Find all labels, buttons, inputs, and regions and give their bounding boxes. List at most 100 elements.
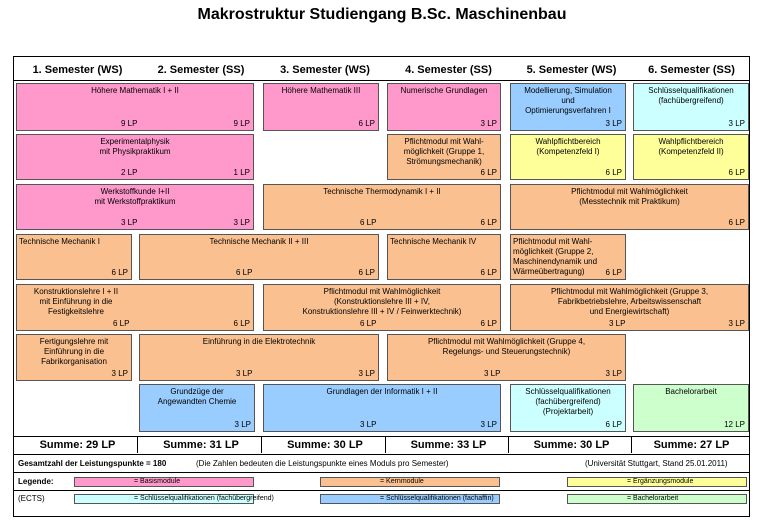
module-lp: 6 LP xyxy=(113,319,130,328)
module-lp: 1 LP xyxy=(233,168,250,177)
module-pflichtmodul-gruppe-2: Pflichtmodul mit Wahl- möglichkeit (Grup… xyxy=(510,234,626,280)
module-name: Pflichtmodul mit Wahlmöglichkeit (Gruppe… xyxy=(427,337,586,356)
sum-divider-bottom xyxy=(13,454,750,455)
semester-header-4: 4. Semester (SS) xyxy=(405,64,492,76)
module-fertigungslehre: Fertigungslehre mit Einführung in die Fa… xyxy=(16,334,132,381)
module-lp: 3 LP xyxy=(728,319,745,328)
module-lp: 6 LP xyxy=(480,218,497,227)
module-wahlpflicht-kompetenzfeld-2: Wahlpflichtbereich (Kompetenzfeld II) 6 … xyxy=(633,134,749,180)
module-werkstoffkunde: Werkstoffkunde I+II mit Werkstoffpraktik… xyxy=(16,184,254,230)
module-pflichtmodul-gruppe-1: Pflichtmodul mit Wahl- möglichkeit (Grup… xyxy=(387,134,501,180)
module-lp: 6 LP xyxy=(480,168,497,177)
module-name: Schlüsselqualifikationen (fachübergreife… xyxy=(648,86,734,105)
module-lp: 3 LP xyxy=(111,369,128,378)
footer-divider xyxy=(13,472,750,473)
module-name: Bachelorarbeit xyxy=(665,387,717,396)
module-name: Höhere Mathematik I + II xyxy=(91,86,179,95)
module-lp: 6 LP xyxy=(728,168,745,177)
module-name: Pflichtmodul mit Wahlmöglichkeit (Konstr… xyxy=(302,287,462,316)
module-name: Technische Mechanik I xyxy=(19,237,100,246)
semester-sum-3: Summe: 30 LP xyxy=(287,439,363,451)
sum-divider-top xyxy=(13,436,750,437)
module-name: Modellierung, Simulation und Optimierung… xyxy=(524,86,612,115)
module-lp: 6 LP xyxy=(360,218,377,227)
module-name: Pflichtmodul mit Wahl- möglichkeit (Grup… xyxy=(403,137,485,166)
module-lp: 3 LP xyxy=(358,369,375,378)
module-konstruktionslehre: Konstruktionslehre I + II mit Einführung… xyxy=(16,284,254,331)
module-experimentalphysik: Experimentalphysik mit Physikpraktikum 2… xyxy=(16,134,254,180)
module-schluesselqualifikationen: Schlüsselqualifikationen (fachübergreife… xyxy=(633,83,749,131)
legend-divider xyxy=(13,490,750,491)
semester-header-5: 5. Semester (WS) xyxy=(526,64,617,76)
module-pflichtmodul-konstruktionslehre: Pflichtmodul mit Wahlmöglichkeit (Konstr… xyxy=(263,284,501,331)
legend-swatch-sq-fachaffin xyxy=(320,494,500,504)
module-lp: 3 LP xyxy=(480,420,497,429)
module-lp: 3 LP xyxy=(236,369,253,378)
legend-swatch-ergaenzungsmodule xyxy=(567,477,747,487)
legend-text-sq-fachaffin: = Schlüsselqualifikationen (fachaffin) xyxy=(380,495,494,502)
module-lp: 3 LP xyxy=(484,369,501,378)
module-name: Schlüsselqualifikationen (fachübergreife… xyxy=(525,387,611,416)
module-lp: 3 LP xyxy=(605,119,622,128)
module-lp: 6 LP xyxy=(480,268,497,277)
legend-text-bachelorarbeit: = Bachelorarbeit xyxy=(627,495,679,502)
module-modellierung-simulation: Modellierung, Simulation und Optimierung… xyxy=(510,83,626,131)
module-lp: 12 LP xyxy=(724,420,745,429)
module-pflichtmodul-messtechnik: Pflichtmodul mit Wahlmöglichkeit (Messte… xyxy=(510,184,749,230)
module-name: Höhere Mathematik III xyxy=(281,86,361,95)
module-hoehere-mathematik: Höhere Mathematik I + II 9 LP 9 LP xyxy=(16,83,254,131)
sum-separator xyxy=(385,437,386,453)
module-name: Numerische Grundlagen xyxy=(400,86,488,95)
legend-label: Legende: xyxy=(18,477,54,486)
module-name: Wahlpflichtbereich (Kompetenzfeld I) xyxy=(535,137,601,156)
semester-sum-5: Summe: 30 LP xyxy=(533,439,610,451)
module-wahlpflicht-kompetenzfeld-1: Wahlpflichtbereich (Kompetenzfeld I) 6 L… xyxy=(510,134,626,180)
module-technische-thermodynamik: Technische Thermodynamik I + II 6 LP 6 L… xyxy=(263,184,501,230)
module-name: Werkstoffkunde I+II mit Werkstoffpraktik… xyxy=(94,187,176,206)
legend-swatch-sq-fachuebergreifend xyxy=(74,494,254,504)
module-lp: 6 LP xyxy=(358,268,375,277)
curriculum-table xyxy=(13,56,750,517)
semester-sum-1: Summe: 29 LP xyxy=(39,439,116,451)
module-lp: 6 LP xyxy=(358,119,375,128)
module-name: Pflichtmodul mit Wahlmöglichkeit (Gruppe… xyxy=(550,287,709,316)
module-lp: 3 LP xyxy=(233,218,250,227)
legend-text-ergaenzungsmodule: = Ergänzungsmodule xyxy=(627,478,694,485)
semester-header-6: 6. Semester (SS) xyxy=(648,64,735,76)
source-note: (Universität Stuttgart, Stand 25.01.2011… xyxy=(585,459,728,468)
module-name: Technische Thermodynamik I + II xyxy=(323,187,441,196)
module-schluesselqualifikationen-projektarbeit: Schlüsselqualifikationen (fachübergreife… xyxy=(510,384,626,432)
module-elektrotechnik: Einführung in die Elektrotechnik 3 LP 3 … xyxy=(139,334,379,381)
module-name: Technische Mechanik II + III xyxy=(209,237,309,246)
module-name: Fertigungslehre mit Einführung in die Fa… xyxy=(39,337,109,366)
legend-swatch-kernmodule xyxy=(320,477,500,487)
points-note: (Die Zahlen bedeuten die Leistungspunkte… xyxy=(196,459,449,468)
module-pflichtmodul-gruppe-4: Pflichtmodul mit Wahlmöglichkeit (Gruppe… xyxy=(387,334,626,381)
module-lp: 3 LP xyxy=(234,420,251,429)
module-name: Wahlpflichtbereich (Kompetenzfeld II) xyxy=(658,137,724,156)
module-lp: 6 LP xyxy=(236,268,253,277)
sum-separator xyxy=(631,437,632,453)
module-lp: 3 LP xyxy=(728,119,745,128)
module-grundlagen-informatik: Grundlagen der Informatik I + II 3 LP 3 … xyxy=(263,384,501,432)
legend-text-kernmodule: = Kernmodule xyxy=(380,478,424,485)
semester-header-3: 3. Semester (WS) xyxy=(280,64,370,76)
module-name: Grundlagen der Informatik I + II xyxy=(326,387,438,396)
module-lp: 9 LP xyxy=(233,119,250,128)
sum-separator xyxy=(261,437,262,453)
module-numerische-grundlagen: Numerische Grundlagen 3 LP xyxy=(387,83,501,131)
module-name: Konstruktionslehre I + II mit Einführung… xyxy=(33,287,119,316)
module-lp: 3 LP xyxy=(605,369,622,378)
page-title: Makrostruktur Studiengang B.Sc. Maschine… xyxy=(197,6,567,23)
legend-swatch-bachelorarbeit xyxy=(567,494,747,504)
module-lp: 3 LP xyxy=(480,119,497,128)
module-technische-mechanik-2-3: Technische Mechanik II + III 6 LP 6 LP xyxy=(139,234,379,280)
module-lp: 6 LP xyxy=(728,218,745,227)
module-lp: 3 LP xyxy=(121,218,138,227)
module-name: Pflichtmodul mit Wahlmöglichkeit (Messte… xyxy=(571,187,688,206)
module-lp: 3 LP xyxy=(609,319,626,328)
module-technische-mechanik-4: Technische Mechanik IV 6 LP xyxy=(387,234,501,280)
module-angewandte-chemie: Grundzüge der Angewandten Chemie 3 LP xyxy=(139,384,255,432)
legend-swatch-basismodule xyxy=(74,477,254,487)
module-hoehere-mathematik-3: Höhere Mathematik III 6 LP xyxy=(263,83,379,131)
